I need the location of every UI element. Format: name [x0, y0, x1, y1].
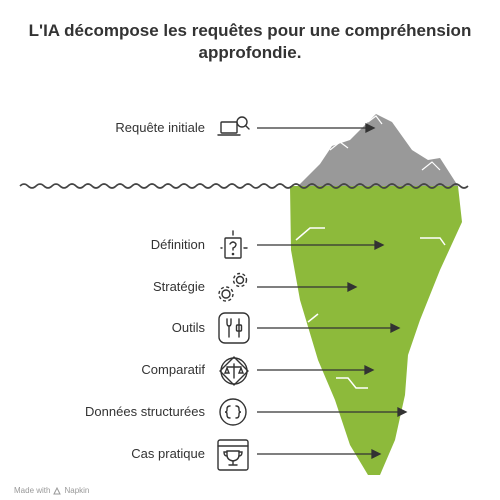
iceberg-tip-highlight	[329, 141, 349, 151]
title-line-1: L'IA décompose les requêtes pour une com…	[28, 21, 472, 40]
label-cas-pratique: Cas pratique	[131, 446, 205, 461]
napkin-logo-icon	[53, 486, 62, 494]
title-line-2: approfondie.	[198, 43, 302, 62]
label-outils: Outils	[171, 320, 205, 335]
laptop-search-icon	[217, 116, 250, 136]
label-requete-initiale: Requête initiale	[115, 120, 205, 135]
iceberg-highlight	[409, 343, 423, 353]
iceberg-highlight	[336, 377, 368, 389]
question-icon	[220, 230, 248, 259]
label-donnees-structurees: Données structurées	[85, 404, 205, 419]
iceberg-underwater	[290, 186, 462, 475]
label-strategie: Stratégie	[152, 279, 205, 294]
footer-made-with: Made with	[14, 486, 51, 495]
iceberg-highlight	[307, 313, 319, 323]
gears-icon	[218, 272, 248, 302]
braces-icon	[219, 398, 247, 426]
footer-brand: Napkin	[64, 486, 90, 495]
iceberg-highlight	[295, 227, 325, 241]
iceberg-tip-highlight	[421, 161, 441, 171]
iceberg-highlight	[420, 237, 446, 246]
diagram-title: L'IA décompose les requêtes pour une com…	[0, 20, 500, 64]
tools-icon	[218, 312, 250, 344]
iceberg-tip	[298, 114, 458, 186]
balance-icon	[219, 356, 249, 386]
connector-arrows	[257, 122, 408, 460]
footer-watermark: Made with Napkin	[14, 486, 89, 495]
water-line	[19, 183, 469, 189]
label-comparatif: Comparatif	[141, 362, 205, 377]
iceberg-tip-highlight	[367, 115, 383, 125]
label-definition: Définition	[150, 237, 205, 252]
trophy-icon	[217, 439, 249, 471]
